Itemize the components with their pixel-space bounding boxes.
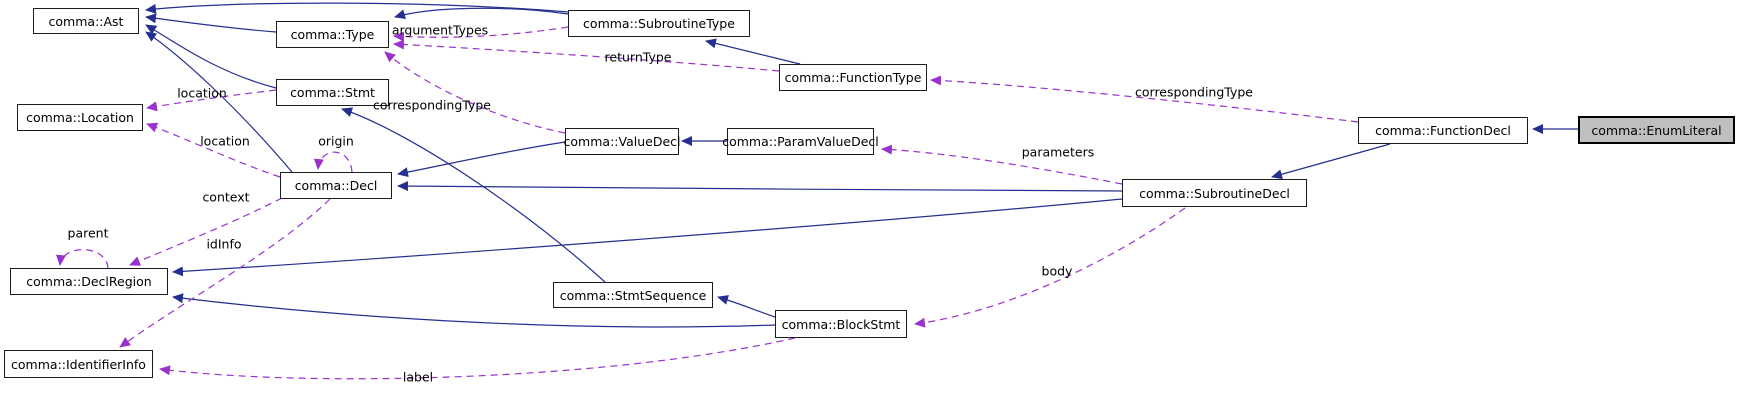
edge-label-context: context xyxy=(202,189,250,205)
node-comma-ast[interactable]: comma::Ast xyxy=(33,8,139,34)
edge-label xyxy=(159,337,796,380)
edge-label-argumenttypes: argumentTypes xyxy=(391,22,489,38)
edge-body xyxy=(914,207,1186,328)
node-comma-stmt[interactable]: comma::Stmt xyxy=(276,79,389,106)
edge-type-to-ast xyxy=(145,13,277,33)
edge-decl-to-ast xyxy=(145,31,293,173)
edge-label-idinfo: idInfo xyxy=(206,236,242,252)
node-comma-stmtsequence[interactable]: comma::StmtSequence xyxy=(553,282,713,308)
edge-origin-selfloop xyxy=(313,151,353,173)
edge-subroutinedecl-to-decl xyxy=(397,181,1123,192)
edge-label-correspondingtype-value: correspondingType xyxy=(373,97,491,113)
node-comma-blockstmt[interactable]: comma::BlockStmt xyxy=(775,310,907,338)
edge-subroutinedecl-to-declregion xyxy=(172,198,1123,277)
edge-subroutinetype-to-type xyxy=(394,7,569,20)
node-comma-type[interactable]: comma::Type xyxy=(276,21,389,48)
edge-context xyxy=(129,197,283,266)
edge-valuedecl-to-decl xyxy=(397,141,566,178)
edge-returntype xyxy=(393,39,780,72)
node-comma-functiontype[interactable]: comma::FunctionType xyxy=(779,64,927,91)
edge-stmtsequence-to-stmt xyxy=(341,107,606,283)
edge-label-origin: origin xyxy=(318,133,354,149)
edge-parent-selfloop xyxy=(55,249,109,269)
edge-location-decl xyxy=(146,122,281,178)
node-comma-identifierinfo[interactable]: comma::IdentifierInfo xyxy=(4,350,153,378)
edge-label-location-stmt: location xyxy=(177,85,227,101)
edge-functiondecl-to-subroutinedecl xyxy=(1271,143,1391,180)
node-comma-enumliteral[interactable]: comma::EnumLiteral xyxy=(1578,116,1735,144)
edge-correspondingtype-functiondecl xyxy=(930,75,1359,123)
edge-parameters xyxy=(881,144,1123,185)
edge-subroutinetype-to-ast xyxy=(145,2,569,14)
edge-correspondingtype-valuedecl xyxy=(384,51,566,134)
node-comma-location[interactable]: comma::Location xyxy=(17,104,143,131)
node-comma-functiondecl[interactable]: comma::FunctionDecl xyxy=(1358,117,1528,144)
edge-label-parameters: parameters xyxy=(1021,144,1095,160)
edge-stmt-to-ast xyxy=(145,24,277,89)
edge-idinfo xyxy=(119,198,331,348)
edge-label-parent: parent xyxy=(67,225,109,241)
edge-label-returntype: returnType xyxy=(604,49,672,65)
node-comma-valuedecl[interactable]: comma::ValueDecl xyxy=(564,128,680,155)
edge-label-blocklabel: label xyxy=(402,369,434,385)
node-comma-subroutinedecl[interactable]: comma::SubroutineDecl xyxy=(1122,179,1307,207)
node-comma-paramvaluedecl[interactable]: comma::ParamValueDecl xyxy=(722,128,879,155)
edge-label-location-decl: location xyxy=(200,133,250,149)
node-comma-declregion[interactable]: comma::DeclRegion xyxy=(10,268,168,295)
edge-location-stmt xyxy=(146,89,277,112)
node-comma-decl[interactable]: comma::Decl xyxy=(280,172,392,199)
node-comma-subroutinetype[interactable]: comma::SubroutineType xyxy=(568,10,750,37)
edge-functiontype-to-subroutinetype xyxy=(705,38,801,65)
edge-blockstmt-to-stmtsequence xyxy=(717,295,776,318)
edge-label-correspondingtype-function: correspondingType xyxy=(1135,84,1253,100)
edge-label-body: body xyxy=(1041,263,1073,279)
edge-blockstmt-to-declregion xyxy=(172,293,776,328)
